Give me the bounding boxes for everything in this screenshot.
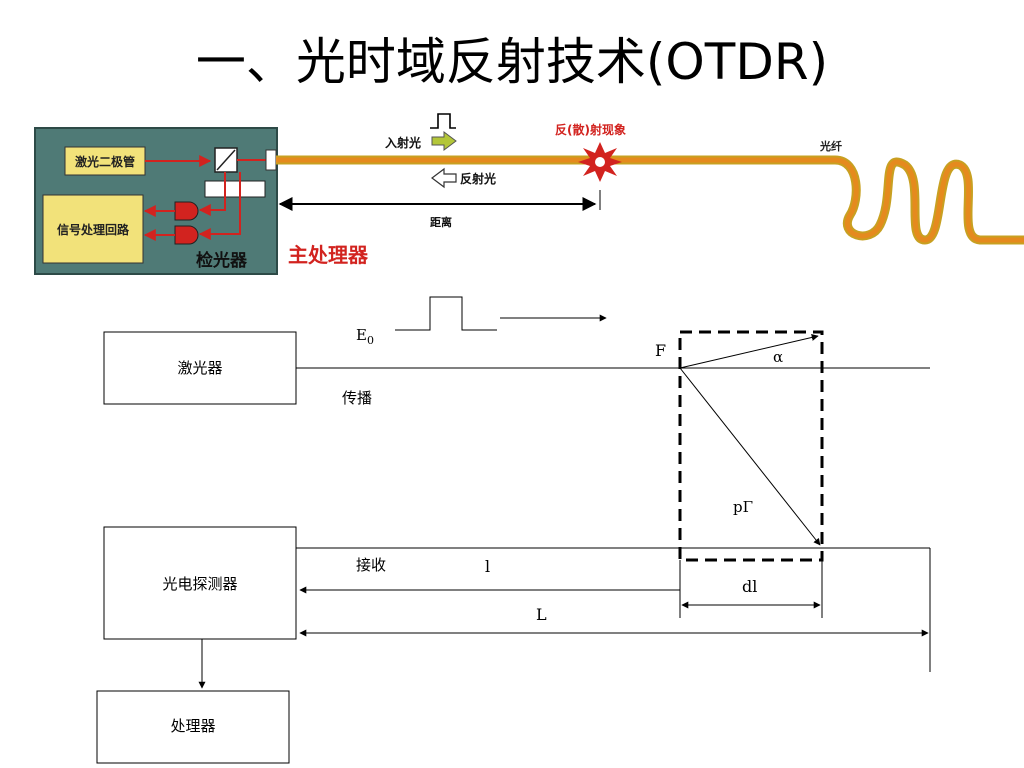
- receive-label: 接收: [356, 556, 386, 574]
- incident-light-arrow: [431, 131, 457, 151]
- signal-circuit-box: [42, 194, 144, 264]
- p-gamma-vector: [679, 367, 821, 546]
- scatter-region: [678, 330, 824, 562]
- pulse-label: E0: [356, 326, 374, 347]
- processor-box: [96, 690, 290, 764]
- detector-feed-1: [198, 172, 226, 216]
- fiber-label: 光纤: [819, 139, 842, 153]
- propagation-label: 传播: [342, 389, 372, 407]
- detector-feed-2: [198, 172, 241, 240]
- top-illustration: 激光二极管 信号处理回路 检光器 光纤 入射光 反射光: [34, 113, 1024, 275]
- detector-window: [204, 180, 266, 198]
- reflected-light-label: 反射光: [460, 171, 496, 186]
- dl-label: dl: [742, 577, 757, 596]
- photodetector-box: [103, 526, 297, 640]
- laser-box: [103, 331, 297, 405]
- backscatter-label: 反(散)射现象: [555, 122, 626, 137]
- scatter-star-icon: [578, 142, 622, 182]
- bottom-schematic: 激光器 传播 E0 F α pΓ 光电探测器 接收 l dl L: [96, 296, 931, 764]
- photodetector-1: [174, 201, 199, 221]
- incident-light-label: 入射光: [385, 135, 421, 150]
- laser-diode-label: 激光二极管: [75, 154, 135, 169]
- distance-label: 距离: [430, 215, 452, 229]
- processor-label: 处理器: [170, 717, 215, 735]
- photodetector-label: 检光器: [196, 250, 248, 271]
- pulse-icon: [430, 113, 456, 129]
- photodetector-2: [174, 225, 199, 245]
- point-f-label: F: [655, 341, 666, 360]
- page-title: 一、光时域反射技术(OTDR): [195, 33, 829, 91]
- p-gamma-label: pΓ: [733, 498, 753, 516]
- photodetector-box-label: 光电探测器: [162, 575, 237, 593]
- fiber-connector: [265, 149, 277, 171]
- reflected-light-arrow: [431, 167, 457, 189]
- pulse-shape: [395, 296, 497, 331]
- alpha-label: α: [773, 348, 783, 366]
- optical-fiber: [276, 155, 1024, 245]
- laser-label: 激光器: [177, 359, 222, 377]
- L-label: L: [536, 605, 547, 624]
- main-processor-label: 主处理器: [288, 243, 369, 267]
- l-label: l: [485, 557, 490, 576]
- signal-circuit-label: 信号处理回路: [57, 222, 130, 237]
- laser-diode-box: [64, 146, 146, 176]
- alpha-vector: [679, 334, 819, 369]
